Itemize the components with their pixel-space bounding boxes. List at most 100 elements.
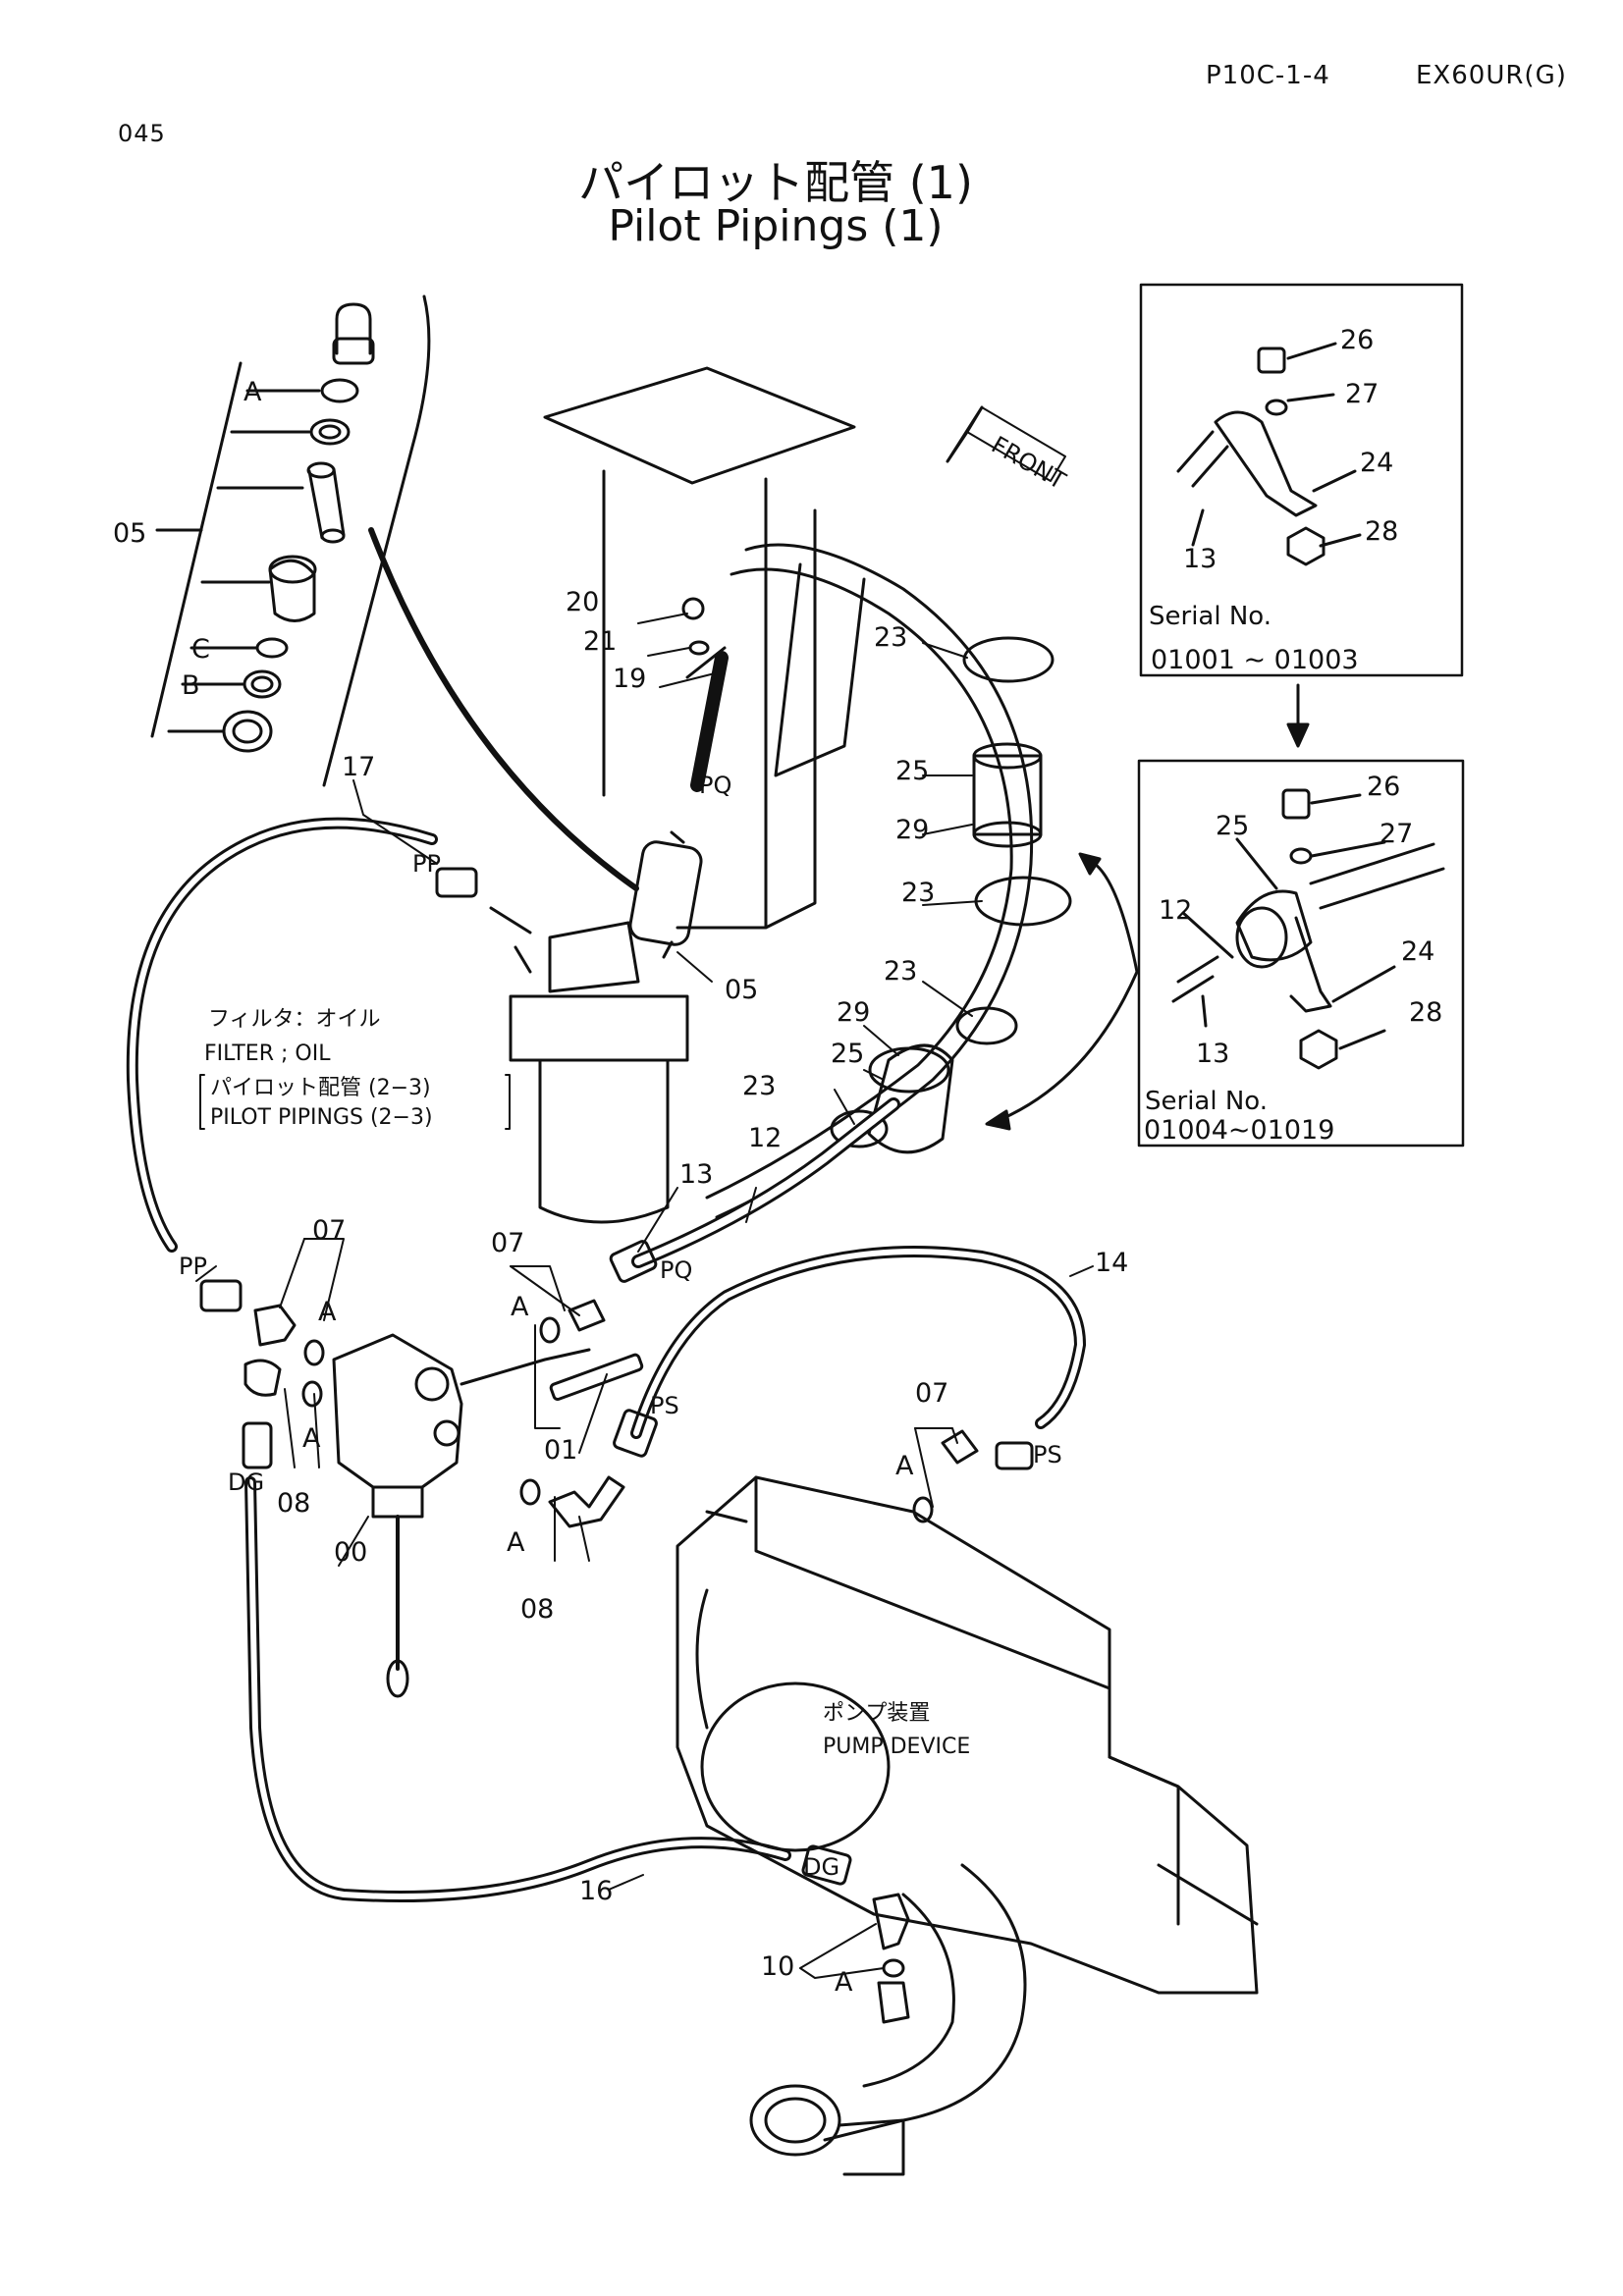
fitting-10	[872, 1893, 910, 1950]
inset-top-bolt-26	[1257, 347, 1286, 374]
inset-bottom-hose-12	[1171, 955, 1219, 1003]
fitting-dg-upper	[242, 1421, 273, 1469]
port-dg-upper: DG	[228, 1468, 264, 1496]
inset-top-part-13: 13	[1183, 544, 1217, 574]
page-code: P10C-1-4	[1206, 61, 1330, 90]
seal-mark-a6: A	[895, 1451, 914, 1481]
part-10: 10	[761, 1951, 794, 1982]
inset-bottom-frame	[1137, 759, 1465, 1148]
pump-port	[749, 2084, 841, 2157]
inset-top-part-24: 24	[1360, 448, 1393, 478]
part-29-b: 29	[837, 997, 870, 1028]
o-ring-left-a	[303, 1339, 325, 1366]
seal-mark-a5: A	[507, 1527, 525, 1558]
hose-17-inner	[129, 820, 435, 1250]
inset-top-leaders	[1191, 342, 1362, 548]
seal-b	[243, 669, 282, 699]
inset-top-part-28: 28	[1365, 516, 1398, 547]
inset-top-nut-28	[1286, 526, 1325, 566]
exploded-leaders	[167, 389, 321, 733]
part-12: 12	[748, 1123, 782, 1153]
fitting-pp-upper	[435, 867, 478, 898]
inset-top-frame	[1139, 283, 1464, 677]
pump-device	[676, 1475, 1259, 2176]
inset-bottom-clamp-25	[1235, 889, 1313, 962]
pump-regulator	[1108, 1755, 1259, 1926]
inset-pointer-arrow-lower	[1000, 970, 1139, 1121]
fitting-07-center	[568, 1299, 606, 1332]
inset-top-serial-range: 01001 ∼ 01003	[1151, 645, 1359, 675]
inset-bottom-part-13: 13	[1196, 1039, 1229, 1069]
fitting-top	[335, 302, 372, 355]
valve-block	[332, 1333, 463, 1489]
model-code: EX60UR(G)	[1416, 61, 1567, 90]
inset-top-washer-27	[1265, 399, 1288, 416]
note-ref-jp: パイロット配管 (2−3)	[210, 1076, 431, 1100]
clip-19	[685, 646, 727, 679]
port-pq-upper: PQ	[699, 772, 731, 799]
port-ps-right: PS	[1033, 1441, 1062, 1468]
page-number: 045	[118, 120, 166, 147]
note-pump-en: PUMP DEVICE	[823, 1735, 970, 1759]
exploded-bracket-line	[322, 294, 431, 787]
o-ring-right	[519, 1478, 541, 1506]
inset-bottom-part-24: 24	[1401, 936, 1434, 967]
seal-mark-a4: A	[302, 1423, 321, 1454]
part-07-center: 07	[491, 1228, 524, 1258]
port-ps-left: PS	[650, 1392, 679, 1419]
valve-knob	[371, 1485, 424, 1519]
valve-body-00	[332, 1333, 591, 1698]
part-29-a: 29	[895, 815, 929, 845]
exploded-view-05	[150, 294, 431, 787]
fitting-07-right	[941, 1429, 979, 1465]
inset-top-hose	[1176, 430, 1229, 488]
pillar-column	[602, 469, 817, 930]
o-ring-center	[539, 1316, 561, 1344]
seal-mark-a3: A	[511, 1292, 529, 1322]
inset-bottom-part-26: 26	[1367, 772, 1400, 802]
fitting-ps-left	[613, 1409, 658, 1458]
valve-bolt-line	[460, 1348, 591, 1386]
reference-curve	[368, 527, 639, 891]
note-pump-jp: ポンプ装置	[823, 1701, 930, 1726]
pump-housing	[676, 1475, 1259, 1995]
clamp-23-c	[955, 1006, 1018, 1045]
fitting-pp-lower	[199, 1279, 243, 1312]
port-pp-upper: PP	[412, 850, 441, 878]
note-bracket-right	[505, 1074, 511, 1130]
pump-suction-pipe	[823, 1863, 1027, 2142]
fitting-08-right	[548, 1475, 625, 1528]
fitting-ps-right	[995, 1441, 1034, 1470]
part-23-d: 23	[742, 1071, 776, 1101]
part-08-right: 08	[520, 1594, 554, 1625]
hose-pq-upper	[690, 651, 729, 792]
part-20: 20	[566, 587, 599, 617]
part-01: 01	[544, 1435, 577, 1466]
pump-flange	[700, 1682, 891, 1852]
part-23-b: 23	[901, 878, 935, 908]
sleeve-25-lower	[868, 1046, 950, 1094]
inset-bottom-part-25: 25	[1216, 811, 1249, 841]
fitting-pq-lower	[609, 1240, 658, 1283]
inset-top-drawing	[1176, 342, 1362, 566]
fitting-dg-lower	[801, 1844, 852, 1886]
o-ring-left-b	[301, 1380, 323, 1408]
part-25-a: 25	[895, 756, 929, 786]
part-17: 17	[342, 752, 375, 782]
bolt-01	[549, 1353, 644, 1401]
pump-edges	[695, 1475, 1111, 1730]
port-pp-lower: PP	[179, 1253, 207, 1280]
fitting-08-left	[243, 1359, 282, 1397]
exploded-axis-line	[150, 361, 243, 738]
part-21: 21	[583, 626, 617, 657]
clamp-23-a	[962, 636, 1055, 683]
page-title-english: Pilot Pipings (1)	[608, 201, 944, 251]
part-14: 14	[1095, 1248, 1128, 1278]
inset-bottom-hose-13	[1309, 842, 1445, 910]
note-ref-en: PILOT PIPINGS (2−3)	[210, 1105, 433, 1130]
part-19: 19	[613, 664, 646, 694]
inset-bottom-leaders	[1181, 793, 1396, 1050]
front-direction-arrow	[946, 405, 1066, 482]
clamp-23-d	[830, 1109, 889, 1148]
